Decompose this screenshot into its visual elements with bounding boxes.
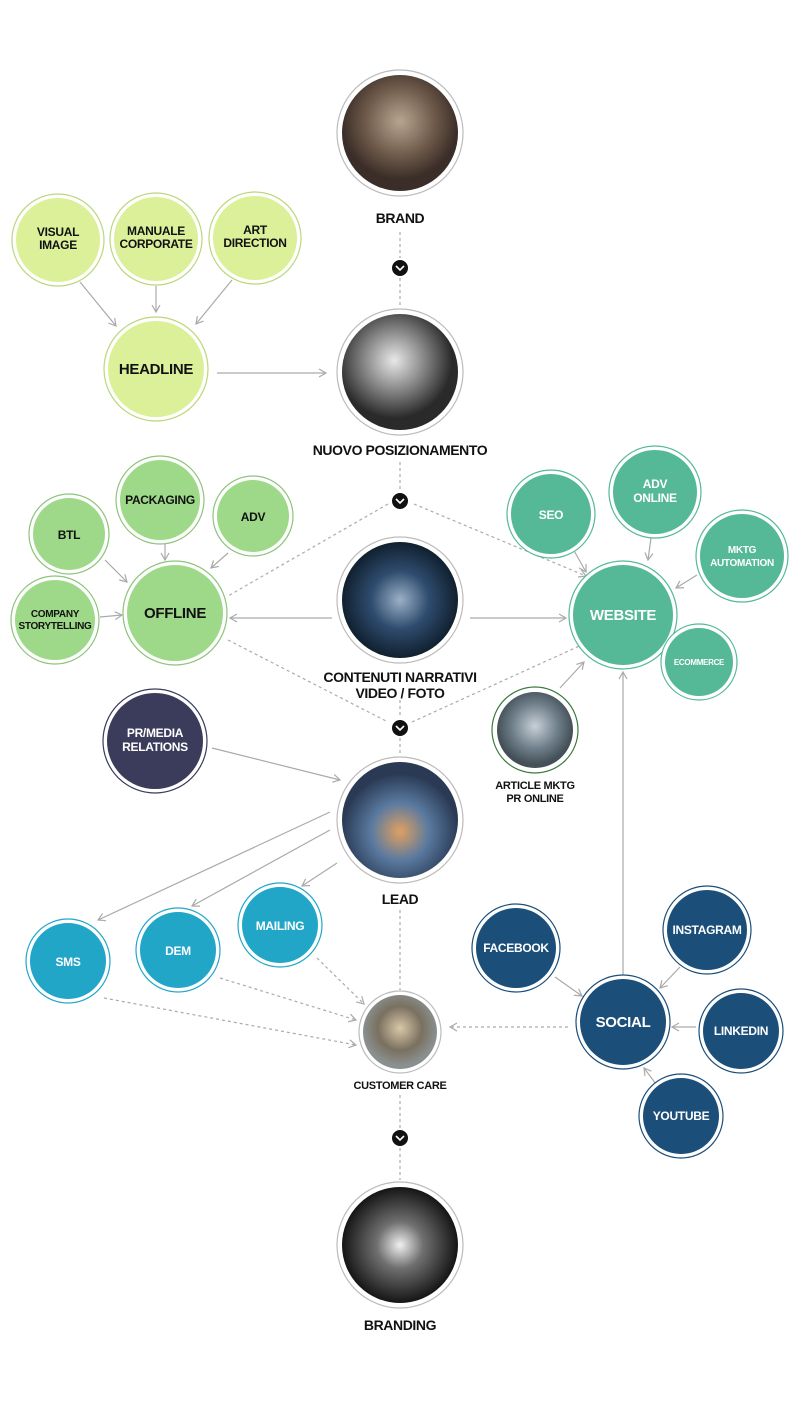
node-label: ADV — [241, 510, 266, 524]
node-label: LINKEDIN — [714, 1024, 768, 1038]
adv-node[interactable]: ADV — [212, 475, 294, 557]
metal-parts-photo — [342, 1187, 458, 1303]
ecommerce-node[interactable]: ECOMMERCE — [660, 623, 738, 701]
social-node[interactable]: SOCIAL — [575, 974, 671, 1070]
node-label: ART — [243, 223, 268, 237]
customer-care-label: CUSTOMER CARE — [353, 1080, 446, 1092]
node-label: MANUALE — [127, 224, 185, 238]
node-label: SOCIAL — [596, 1014, 651, 1031]
facebook-node[interactable]: FACEBOOK — [471, 903, 561, 993]
branding-node[interactable]: BRANDING — [336, 1181, 464, 1333]
chevron-down-icon[interactable] — [392, 493, 408, 509]
node-label: MAILING — [256, 919, 305, 933]
warehouse-photo — [342, 762, 458, 878]
node-label: VISUAL — [37, 225, 79, 239]
pr-online-label: PR ONLINE — [506, 793, 563, 805]
node-label: INSTAGRAM — [672, 923, 741, 937]
headline-node[interactable]: HEADLINE — [103, 316, 209, 422]
node-label: MKTG — [728, 545, 757, 556]
node-label: FACEBOOK — [483, 941, 549, 955]
node-label: IMAGE — [39, 238, 77, 252]
article-label: ARTICLE MKTG — [495, 780, 575, 792]
worker-tablet-photo — [363, 995, 437, 1069]
contenuti-label: CONTENUTI NARRATIVI — [323, 669, 476, 685]
nuovo-label: NUOVO POSIZIONAMENTO — [313, 442, 488, 458]
lead-node[interactable]: LEAD — [336, 756, 464, 907]
node-label: DEM — [165, 944, 191, 958]
node-label: DIRECTION — [223, 236, 286, 250]
node-label: ECOMMERCE — [674, 658, 725, 667]
node-label: OFFLINE — [144, 605, 206, 622]
node-label: SEO — [539, 508, 563, 522]
node-label: RELATIONS — [122, 740, 188, 754]
node-label: PR/MEDIA — [127, 726, 184, 740]
packaging-node[interactable]: PACKAGING — [115, 455, 205, 545]
node-label: WEBSITE — [590, 607, 657, 624]
offline-node[interactable]: OFFLINE — [122, 560, 228, 666]
chevron-down-icon[interactable] — [392, 260, 408, 276]
node-label: HEADLINE — [119, 361, 194, 378]
dem-node[interactable]: DEM — [135, 907, 221, 993]
node-label: BTL — [58, 528, 80, 542]
node-label: SMS — [55, 955, 80, 969]
node-label: AUTOMATION — [710, 558, 774, 569]
mktg-automation-node[interactable]: MKTG AUTOMATION — [695, 509, 789, 603]
instagram-node[interactable]: INSTAGRAM — [662, 885, 752, 975]
factory-photo — [342, 75, 458, 191]
machining-photo — [342, 542, 458, 658]
node-label: YOUTUBE — [653, 1109, 710, 1123]
sms-node[interactable]: SMS — [25, 918, 111, 1004]
nuovo-posizionamento-node[interactable]: NUOVO POSIZIONAMENTO — [313, 308, 488, 458]
node-label: PACKAGING — [125, 493, 195, 507]
node-label: ADV — [643, 477, 668, 491]
node-label: STORYTELLING — [18, 621, 92, 632]
website-node[interactable]: WEBSITE — [568, 560, 678, 670]
node-label: COMPANY — [31, 609, 80, 620]
mailing-node[interactable]: MAILING — [237, 882, 323, 968]
nuts-photo — [342, 314, 458, 430]
node-label: CORPORATE — [119, 237, 192, 251]
brand-label: BRAND — [376, 210, 425, 226]
node-label: ONLINE — [633, 491, 677, 505]
article-mktg-node[interactable]: ARTICLE MKTG PR ONLINE — [491, 686, 579, 805]
lead-label: LEAD — [382, 891, 419, 907]
contenuti-node[interactable]: CONTENUTI NARRATIVI VIDEO / FOTO — [323, 536, 477, 701]
connectors — [79, 232, 698, 1180]
chevron-down-icon[interactable] — [392, 720, 408, 736]
btl-node[interactable]: BTL — [28, 493, 110, 575]
worker-photo — [497, 692, 573, 768]
customer-care-node[interactable]: CUSTOMER CARE — [353, 990, 447, 1092]
youtube-node[interactable]: YOUTUBE — [638, 1073, 724, 1159]
brand-node[interactable]: BRAND — [336, 69, 464, 226]
branding-label: BRANDING — [364, 1317, 437, 1333]
video-foto-label: VIDEO / FOTO — [355, 685, 445, 701]
seo-node[interactable]: SEO — [506, 469, 596, 559]
linkedin-node[interactable]: LINKEDIN — [698, 988, 784, 1074]
chevron-down-icon[interactable] — [392, 1130, 408, 1146]
